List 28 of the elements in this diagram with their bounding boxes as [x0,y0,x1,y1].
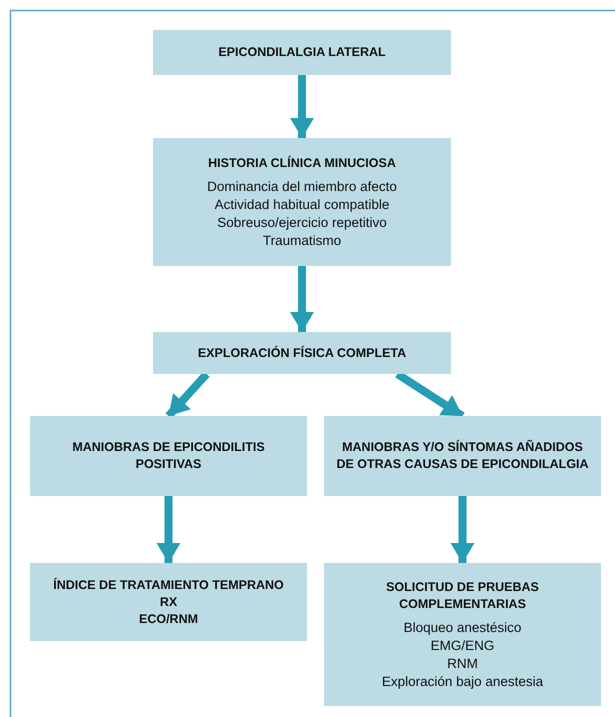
process-box [30,563,307,641]
arrow [450,496,474,563]
box-text: EMG/ENG [430,636,494,654]
box-heading: EXPLORACIÓN FÍSICA COMPLETA [198,344,406,362]
arrow [290,75,314,138]
process-box [153,332,451,374]
box-heading: MANIOBRAS DE EPICONDILITIS POSITIVAS [71,439,266,473]
box-text: Exploración bajo anestesia [382,672,544,690]
box-heading: ÍNDICE DE TRATAMIENTO TEMPRANO [53,576,284,594]
process-box [30,416,307,496]
box-heading: MANIOBRAS Y/O SÍNTOMAS AÑADIDOS DE OTRAS CAUSAS DE EPICONDILALGIA [335,439,590,473]
box-text: Traumatismo [262,232,342,250]
box-text: RX [160,594,178,610]
arrow [290,266,314,332]
box-text: RNM [447,654,478,672]
box-text: Sobreuso/ejercicio repetitivo [217,214,387,232]
process-box [324,416,601,496]
box-heading: SOLICITUD DE PRUEBAS COMPLEMENTARIAS [385,578,540,612]
process-box [324,563,601,706]
box-text: ECO/RNM [138,610,198,628]
box-text: Dominancia del miembro afecto [207,178,397,196]
box-heading: EPICONDILALGIA LATERAL [218,44,386,61]
process-box [153,30,451,75]
process-box [153,138,451,266]
box-heading: HISTORIA CLÍNICA MINUCIOSA [208,154,396,172]
arrow [156,496,180,563]
box-text: Bloqueo anestésico [404,618,522,636]
box-text: Actividad habitual compatible [214,196,390,214]
